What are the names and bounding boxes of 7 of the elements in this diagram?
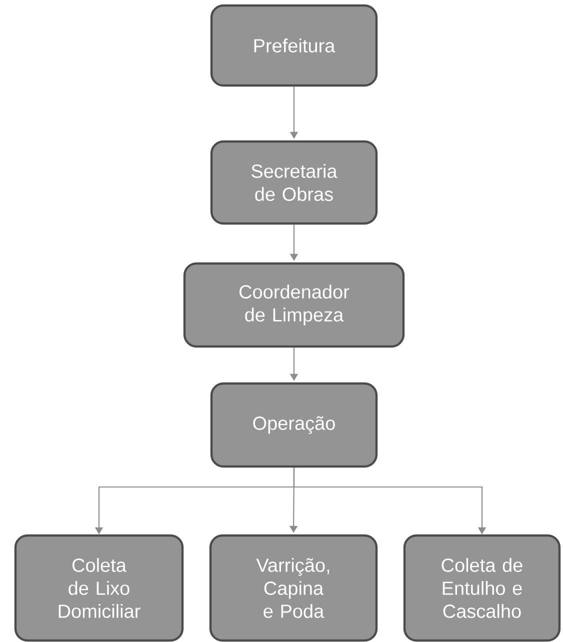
org-box: Varrição, Capina e Poda bbox=[209, 534, 378, 642]
org-box: Coleta de Lixo Domiciliar bbox=[14, 534, 184, 642]
org-box: Coordenador de Limpeza bbox=[183, 262, 405, 348]
org-box: Coleta de Entulho e Cascalho bbox=[403, 534, 561, 642]
org-box: Prefeitura bbox=[210, 4, 378, 87]
org-box: Secretaria de Obras bbox=[210, 140, 378, 225]
org-box: Operação bbox=[210, 382, 378, 468]
